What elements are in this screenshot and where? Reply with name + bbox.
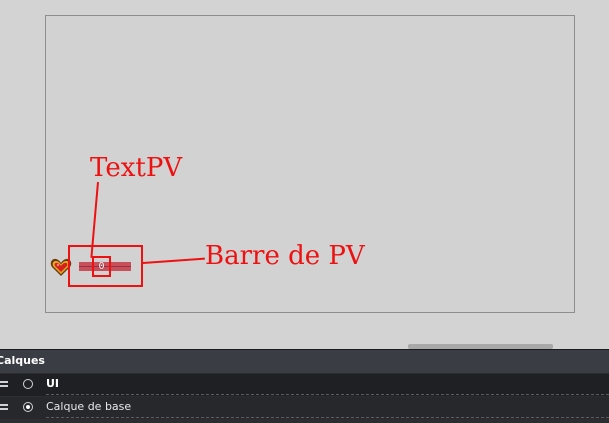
- layer-divider: [46, 393, 609, 395]
- hp-bar-annotation-box: [68, 245, 143, 287]
- hp-text-value: 0: [98, 260, 105, 272]
- layers-panel-title: Calques: [0, 354, 45, 367]
- drag-handle-icon[interactable]: [0, 381, 8, 388]
- heart-icon: [50, 258, 72, 276]
- radio-selected-icon[interactable]: [23, 402, 33, 412]
- layer-row-ui[interactable]: UI: [0, 374, 609, 396]
- layer-row-calque-de-base[interactable]: Calque de base: [0, 397, 609, 419]
- textpv-annotation-label: TextPV: [90, 153, 183, 183]
- bar-annotation-label: Barre de PV: [205, 241, 365, 271]
- viewport-frame: [45, 15, 575, 313]
- layer-name: Calque de base: [46, 400, 132, 413]
- hp-bar-line: [79, 266, 131, 267]
- radio-unselected-icon[interactable]: [23, 379, 33, 389]
- drag-handle-icon[interactable]: [0, 404, 8, 411]
- hp-text-box: 0: [92, 256, 111, 277]
- horizontal-scrollbar[interactable]: [408, 344, 553, 349]
- layer-divider: [46, 416, 609, 418]
- scene-canvas[interactable]: 0 TextPV Barre de PV: [0, 0, 609, 349]
- layer-name: UI: [46, 377, 60, 390]
- layers-panel: Calques UI Calque de base: [0, 349, 609, 423]
- layers-panel-header: Calques: [0, 349, 609, 373]
